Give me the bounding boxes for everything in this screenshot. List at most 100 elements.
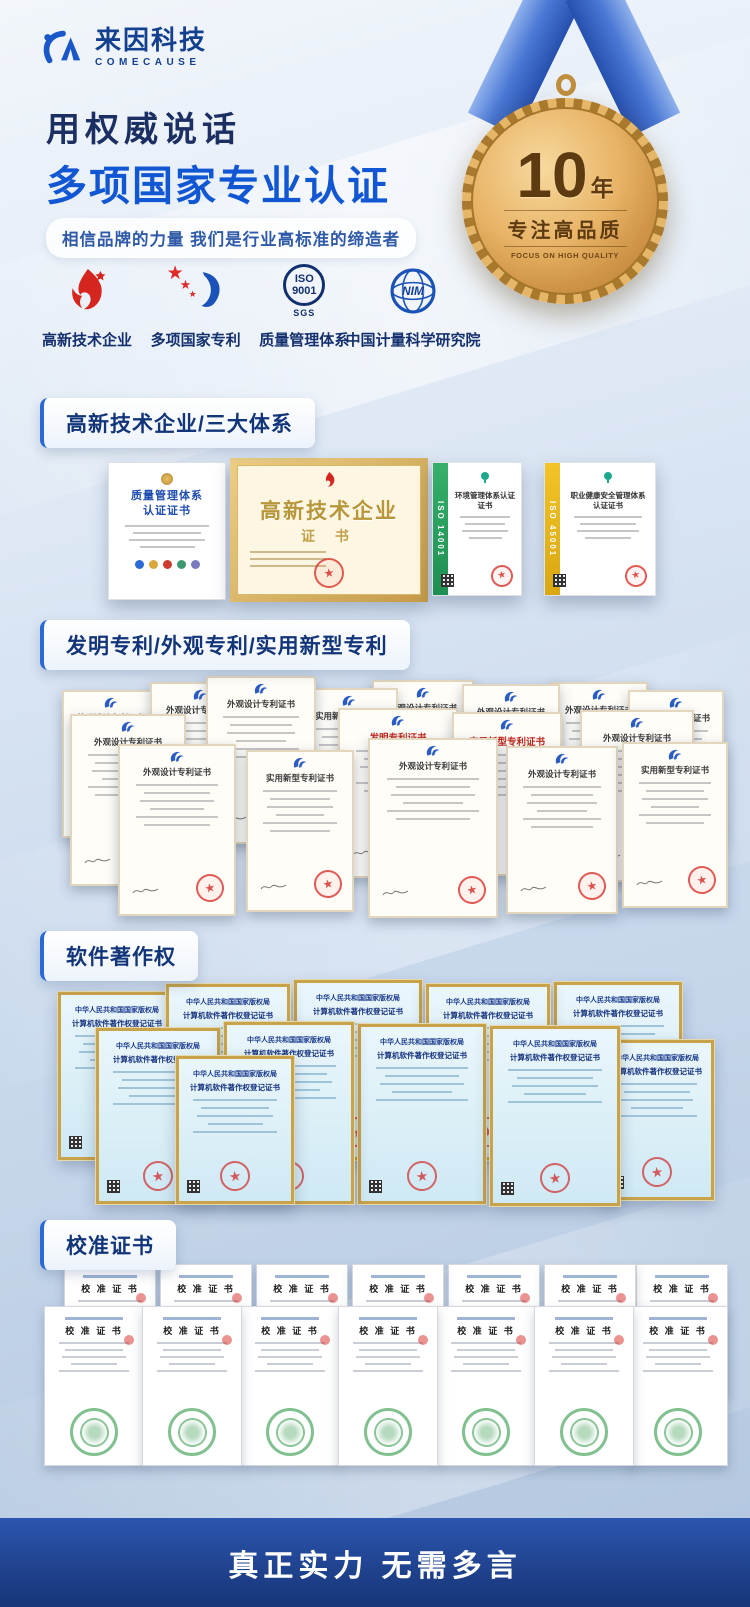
text-line [311, 1055, 405, 1057]
text-line [388, 752, 458, 754]
blue-swoosh-icon [201, 272, 220, 308]
text-line [644, 762, 708, 764]
red-seal-icon: ★ [143, 841, 177, 875]
text-line [484, 732, 538, 734]
text-line [469, 786, 545, 788]
text-line [84, 1307, 136, 1309]
cnipa-logo-icon [253, 682, 269, 701]
red-seal-icon: ★ [575, 869, 609, 903]
green-seal-icon [658, 1338, 706, 1386]
certificate-title: 计算机软件著作权登记证书 [377, 1051, 467, 1060]
text-line [169, 738, 231, 740]
text-line [276, 1307, 328, 1309]
text-line [386, 778, 480, 780]
green-seal-icon [560, 1408, 608, 1456]
red-star-seal-icon: ★ [141, 1159, 175, 1193]
text-line [457, 1349, 515, 1351]
calibration-certificate: 校 准 证 书 [160, 1264, 252, 1396]
text-line [87, 754, 169, 756]
certificate-title: 外观设计专利证书 [476, 707, 545, 717]
text-line [193, 1131, 277, 1133]
text-line [386, 810, 480, 812]
patent-certificate: 外观设计专利证书 ★ [580, 710, 694, 882]
text-line [183, 1059, 273, 1061]
stamp-icon [134, 559, 144, 569]
signature-mark [386, 802, 413, 808]
text-line [226, 732, 296, 734]
text-line [650, 770, 702, 772]
header-line [64, 1317, 124, 1320]
text-line [402, 802, 464, 804]
red-seal-icon: ★ [431, 785, 465, 819]
certificate-title: 实用新型专利证书 [640, 765, 709, 775]
certificate-title: 外观设计专利证书 [398, 761, 467, 771]
text-line [462, 530, 508, 533]
text-line [400, 744, 446, 746]
certificate-title: 高新技术企业 [260, 500, 398, 523]
software-copyright-certificate: 中华人民共和国国家版权局 计算机软件著作权登记证书 ★ [357, 1023, 487, 1205]
text-line [163, 1349, 221, 1351]
text-line [156, 1370, 228, 1372]
patent-certificate: 实用新型专利证书 ★ [246, 750, 354, 912]
patent-certificate: 实用新型专利证书 ★ [622, 742, 728, 908]
text-line [476, 762, 538, 764]
red-seal-icon: ★ [519, 831, 553, 865]
text-line [143, 824, 211, 826]
text-line [464, 523, 506, 526]
red-star-seal-icon: ★ [218, 1159, 252, 1193]
text-line [569, 738, 629, 740]
signature-mark [466, 848, 493, 854]
certificate-title: 校 准 证 书 [81, 1284, 139, 1294]
qr-code-icon [187, 1180, 200, 1193]
certificate-header: 中华人民共和国国家版权局 [380, 1039, 464, 1046]
text-line [597, 782, 677, 784]
text-line [322, 768, 376, 770]
qr-code-icon [501, 1182, 514, 1195]
green-seal-icon [182, 1338, 230, 1386]
text-line [451, 1035, 525, 1037]
text-line [230, 724, 292, 726]
text-line [223, 716, 299, 718]
text-line [388, 720, 458, 722]
software-copyright-certificate: 中华人民共和国国家版权局 计算机软件著作权登记证书 ★ [489, 1025, 621, 1207]
text-line [352, 1370, 424, 1372]
text-line [250, 565, 327, 567]
qr-code-icon [553, 574, 566, 587]
stars-emblem-icon: ★ ★ ★ [167, 262, 225, 320]
text-line [380, 1083, 464, 1085]
header-line [179, 1275, 233, 1278]
certificate-header: 中华人民共和国国家版权局 [316, 995, 400, 1002]
text-line [258, 1356, 322, 1358]
red-seal-icon: ★ [517, 787, 551, 821]
text-line [597, 750, 677, 752]
hero-line1: 用权威说话 [46, 111, 241, 149]
text-line [656, 1307, 708, 1309]
text-line [524, 1093, 586, 1095]
stamp-icon [162, 559, 172, 569]
text-line [395, 760, 451, 762]
certificate-title: 计算机软件著作权登记证书 [573, 1009, 663, 1018]
emblem-label: 高新技术企业 [41, 332, 132, 349]
certificate-header: 中华人民共和国国家版权局 [576, 997, 660, 1004]
text-line [139, 545, 195, 548]
text-line [647, 746, 705, 748]
calibration-certificate: 校 准 证 书 [64, 1264, 156, 1396]
header-line [260, 1317, 320, 1320]
text-line [642, 798, 708, 800]
text-line [174, 1300, 238, 1302]
red-star-seal-icon: ★ [272, 1159, 306, 1193]
text-line [95, 762, 161, 764]
red-seal-icon: ★ [193, 871, 227, 905]
qr-code-icon [177, 1136, 190, 1149]
software-copyright-certificate: 中华人民共和国国家版权局 计算机软件著作权登记证书 ★ [293, 979, 423, 1161]
certificate-title: 校 准 证 书 [555, 1326, 613, 1336]
iso-number: 9001 [292, 285, 317, 297]
qr-code-icon [611, 1176, 624, 1189]
text-line [113, 1071, 203, 1073]
certificate-title: 校 准 证 书 [457, 1326, 515, 1336]
emblem-hitech: 高新技术企业 [34, 262, 140, 350]
emblem-label: 质量管理体系 [259, 332, 350, 349]
stamp-icon [148, 559, 158, 569]
signature-mark [352, 850, 379, 856]
certificate-header: 中华人民共和国国家版权局 [75, 1007, 159, 1014]
